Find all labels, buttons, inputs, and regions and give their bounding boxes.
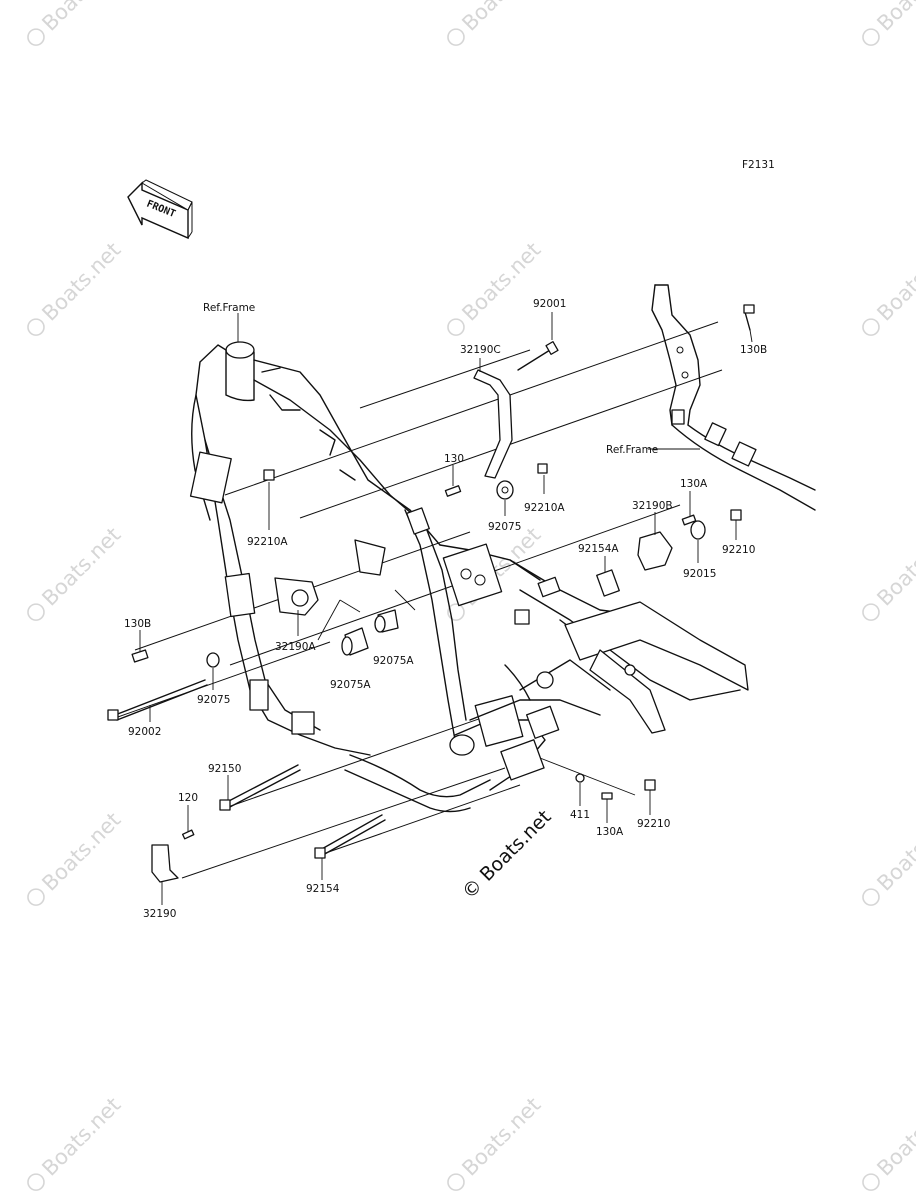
parts-layer <box>107 304 755 883</box>
watermark: Boats.net <box>447 238 545 336</box>
bracket-32190c <box>473 369 513 479</box>
watermark: Boats.net <box>862 808 916 906</box>
svg-text:Boats.net: Boats.net <box>37 523 125 611</box>
callout-32190a: 32190A <box>275 641 316 653</box>
screw-120 <box>181 829 195 840</box>
bolt-130 <box>444 485 462 497</box>
svg-text:Boats.net: Boats.net <box>872 0 916 36</box>
callout-130b-right: 130B <box>740 344 767 356</box>
bolt-130b-left <box>131 649 149 663</box>
callout-92075-left: 92075 <box>197 694 230 706</box>
callout-130a-bottom: 130A <box>596 826 624 838</box>
bracket-32190 <box>151 844 179 883</box>
watermark: Boats.net <box>862 523 916 621</box>
callout-92015: 92015 <box>683 568 716 580</box>
bolt-92154 <box>314 814 386 859</box>
callout-labels: Ref.Frame 32190C 92001 130B Ref.Frame 13… <box>124 298 767 920</box>
nut-92210-bottom <box>644 779 656 791</box>
svg-text:Boats.net: Boats.net <box>872 1093 916 1181</box>
svg-text:Boats.net: Boats.net <box>37 1093 125 1181</box>
watermark: Boats.net <box>447 1093 545 1191</box>
callout-32190: 32190 <box>143 908 176 920</box>
watermark: Boats.net <box>27 1093 125 1191</box>
bushing-92075a-1 <box>341 627 369 656</box>
washer-92075-mid <box>496 480 514 500</box>
callout-92210a-left: 92210A <box>247 536 288 548</box>
callout-130: 130 <box>444 453 464 465</box>
bolt-130a-bottom <box>601 792 613 800</box>
front-arrow-icon: FRONT <box>127 179 193 240</box>
svg-text:Boats.net: Boats.net <box>872 523 916 611</box>
bolt-92150 <box>219 764 301 811</box>
callout-92002: 92002 <box>128 726 161 738</box>
callout-92154: 92154 <box>306 883 340 895</box>
nut-92210a-left <box>263 469 275 481</box>
alignment-lines <box>114 321 723 879</box>
watermark: Boats.net <box>862 0 916 46</box>
bolt-130a-top <box>681 514 697 526</box>
nut-92210-right <box>730 509 742 521</box>
watermark: Boats.net <box>27 523 125 621</box>
callout-130b-left: 130B <box>124 618 151 630</box>
washer-92075-left <box>206 652 220 668</box>
bushing-92015 <box>690 520 706 540</box>
motorcycle-frame <box>189 341 749 813</box>
svg-text:Boats.net: Boats.net <box>457 1093 545 1181</box>
watermark: Boats.net <box>27 808 125 906</box>
bracket-32190b <box>637 531 673 571</box>
callout-92210-bottom: 92210 <box>637 818 670 830</box>
callout-120: 120 <box>178 792 198 804</box>
watermark: Boats.net <box>27 0 125 46</box>
callout-92210a-mid: 92210A <box>524 502 565 514</box>
callout-411: 411 <box>570 809 590 821</box>
callout-32190b: 32190B <box>632 500 673 512</box>
watermark: Boats.net <box>27 238 125 336</box>
callout-92075a-2: 92075A <box>373 655 414 667</box>
callout-ref-frame-left: Ref.Frame <box>203 302 255 314</box>
callout-92075-mid: 92075 <box>488 521 521 533</box>
callout-32190c: 32190C <box>460 344 501 356</box>
bolt-92002 <box>107 679 208 721</box>
svg-text:Boats.net: Boats.net <box>37 238 125 326</box>
watermark: Boats.net <box>447 0 545 46</box>
callout-92154a: 92154A <box>578 543 619 555</box>
bracket-32190a <box>274 539 386 616</box>
nut-92210a-mid <box>537 463 548 474</box>
svg-text:Boats.net: Boats.net <box>37 0 125 36</box>
bolt-130b-right <box>743 304 755 331</box>
svg-text:Boats.net: Boats.net <box>872 238 916 326</box>
watermark: Boats.net <box>862 238 916 336</box>
callout-92001: 92001 <box>533 298 566 310</box>
svg-text:Boats.net: Boats.net <box>872 808 916 896</box>
figure-code: F2131 <box>742 159 775 171</box>
washer-411 <box>575 773 585 783</box>
callout-92150: 92150 <box>208 763 241 775</box>
svg-text:Boats.net: Boats.net <box>37 808 125 896</box>
callout-ref-frame-right: Ref.Frame <box>606 444 658 456</box>
bushing-92075a-2 <box>374 609 399 633</box>
svg-text:Boats.net: Boats.net <box>457 238 545 326</box>
reference-frame-rear-member <box>651 284 816 511</box>
svg-text:Boats.net: Boats.net <box>457 0 545 36</box>
copyright-text: © Boats.net <box>458 806 556 904</box>
leader-lines <box>139 312 753 905</box>
callout-92210-right: 92210 <box>722 544 755 556</box>
collar-92154a <box>596 569 620 597</box>
bolt-92001 <box>517 341 559 371</box>
callout-92075a-1: 92075A <box>330 679 371 691</box>
watermark: Boats.net <box>862 1093 916 1191</box>
callout-130a-top: 130A <box>680 478 708 490</box>
